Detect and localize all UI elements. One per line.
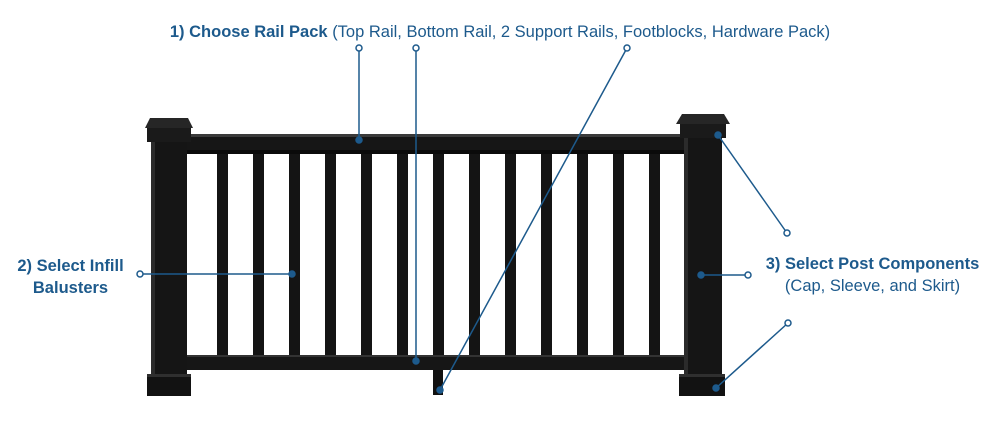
post-callout: 3) Select Post Components (Cap, Sleeve, … xyxy=(760,253,985,297)
footblock xyxy=(433,370,443,395)
right-post xyxy=(676,114,730,396)
bottom-rail xyxy=(186,355,688,370)
leader-lines xyxy=(140,47,789,391)
infill-callout: 2) Select Infill Balusters xyxy=(8,255,133,299)
infill-title-line1: 2) Select Infill xyxy=(17,257,124,275)
rail-pack-callout: 1) Choose Rail Pack (Top Rail, Bottom Ra… xyxy=(0,21,1000,43)
rail-pack-detail: (Top Rail, Bottom Rail, 2 Support Rails,… xyxy=(332,23,831,41)
top-rail xyxy=(186,134,688,154)
rail-pack-title: 1) Choose Rail Pack xyxy=(169,23,328,41)
post-title: 3) Select Post Components xyxy=(765,255,980,273)
balusters xyxy=(217,152,660,359)
post-detail: (Cap, Sleeve, and Skirt) xyxy=(784,277,961,295)
infill-title-line2: Balusters xyxy=(32,279,109,297)
leader-markers xyxy=(136,44,792,394)
left-post xyxy=(145,118,193,396)
